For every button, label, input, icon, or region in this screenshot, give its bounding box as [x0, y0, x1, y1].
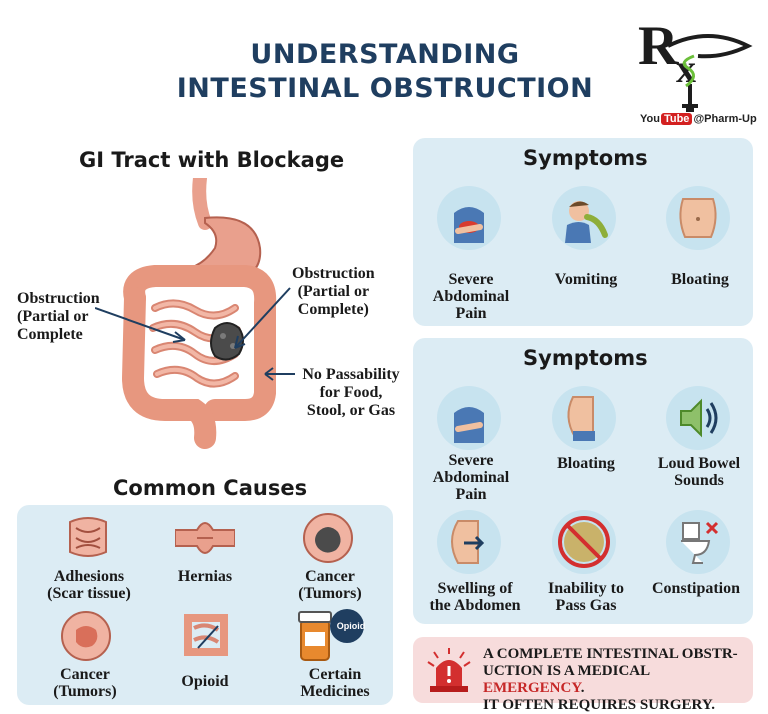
logo-handle: @Pharm-Up: [693, 113, 757, 125]
no-gas-icon: [552, 510, 616, 574]
hernia-icon: [175, 522, 235, 554]
cause-label-cancer-2: Cancer(Tumors): [53, 666, 117, 700]
page-title-line-2: INTESTINAL OBSTRUCTION: [176, 73, 594, 104]
page-title-line-1: UNDERSTANDING: [250, 39, 520, 70]
toilet-icon: [666, 510, 730, 574]
siren-icon: [427, 648, 471, 692]
abdominal-pain-icon-2: [437, 386, 501, 450]
intestine-icon: [184, 614, 228, 656]
rx-logo-icon: R x: [638, 15, 753, 112]
emergency-word: EMERGENCY: [483, 680, 581, 696]
cause-label-opioid: Opioid: [181, 673, 229, 690]
tumor-icon-2: [61, 611, 111, 661]
bloating-icon: [666, 186, 730, 250]
vomiting-icon: [552, 186, 616, 250]
cause-label-adhesions: Adhesions(Scar tissue): [47, 568, 131, 602]
logo-you: You: [640, 113, 660, 125]
cause-label-cancer-1: Cancer(Tumors): [298, 568, 362, 602]
cause-label-hernias: Hernias: [177, 568, 233, 585]
opioid-badge: Opioid: [336, 621, 366, 631]
emergency-alert-box: [413, 637, 753, 703]
symptoms-heading-bottom: Symptoms: [523, 346, 648, 370]
svg-text:R: R: [638, 15, 679, 77]
symptoms-panel-bottom: [413, 338, 753, 624]
gi-tract-heading: GI Tract with Blockage: [79, 148, 345, 172]
emergency-alert-text: A COMPLETE INTESTINAL OBSTR- UCTION IS A…: [483, 646, 738, 713]
speaker-icon: [666, 386, 730, 450]
gi-tract-arrows: [95, 287, 295, 381]
logo-tube-badge: Tube: [660, 113, 693, 125]
symptom-label-vomiting: Vomiting: [554, 271, 618, 288]
symptom-label-constipation: Constipation: [651, 580, 741, 597]
adhesions-icon: [69, 517, 107, 557]
tumor-icon: [303, 513, 353, 563]
symptom-label-bloating-top: Bloating: [671, 271, 729, 288]
abdominal-pain-icon: [437, 186, 501, 250]
gi-tract-illustration-icon: [121, 178, 277, 449]
bloating-icon-2: [552, 386, 616, 450]
symptom-label-bloating-bottom: Bloating: [557, 455, 615, 472]
swelling-icon: [437, 510, 501, 574]
symptoms-heading-top: Symptoms: [523, 146, 648, 170]
pill-bottle-icon: [298, 609, 364, 661]
common-causes-heading: Common Causes: [113, 476, 308, 500]
